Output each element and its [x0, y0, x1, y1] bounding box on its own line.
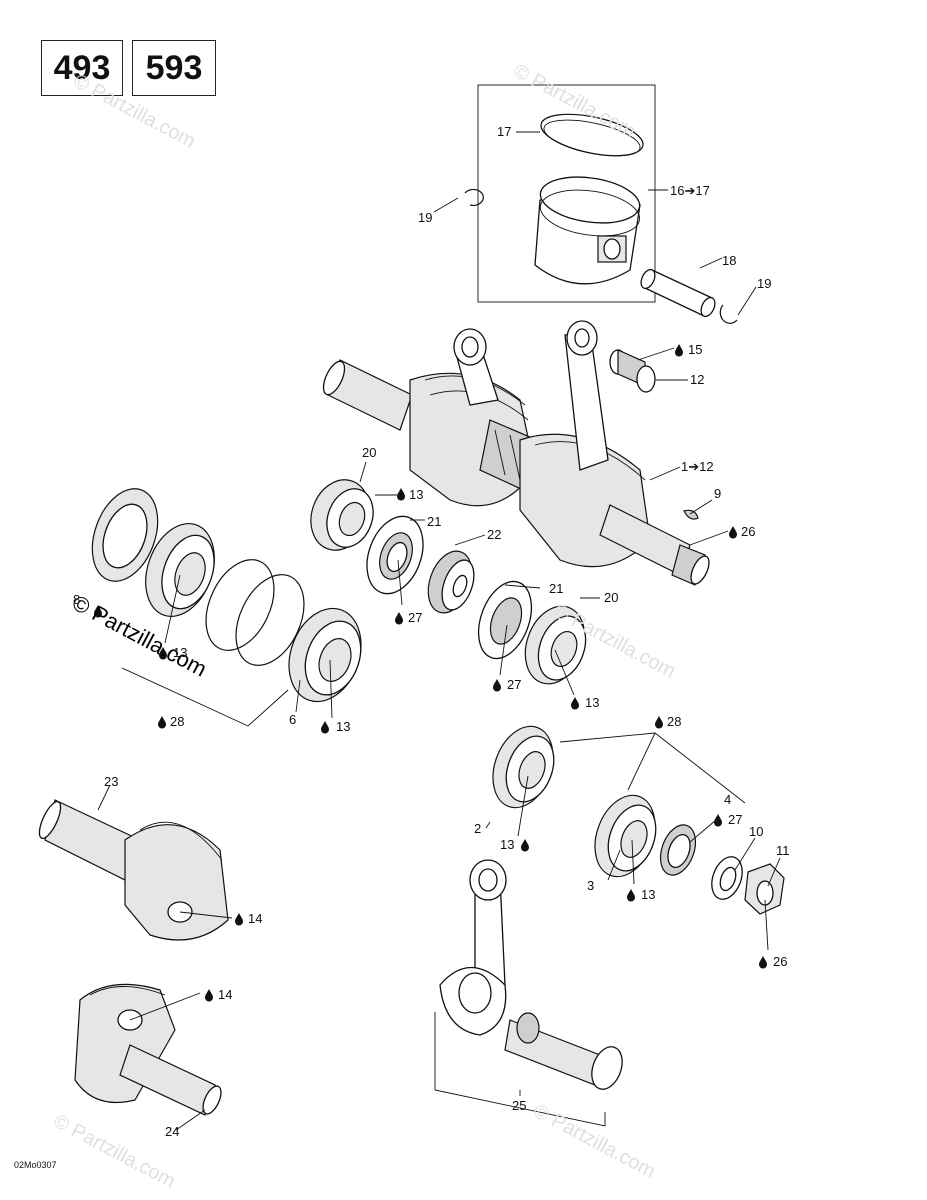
circlip-right	[719, 304, 738, 324]
drop-icon	[397, 488, 405, 501]
callout-26: 26	[741, 524, 756, 539]
callout-28: 28	[170, 714, 185, 729]
model-number: 593	[145, 48, 203, 87]
oil-seal	[477, 580, 533, 660]
nut	[744, 863, 785, 915]
ball-bearing	[288, 607, 362, 703]
crankshaft-half	[38, 799, 229, 941]
callout-20: 20	[604, 590, 619, 605]
callout-3: 3	[587, 878, 595, 893]
callout-2: 2	[474, 821, 482, 836]
callout-28: 28	[667, 714, 682, 729]
ball-bearing	[594, 794, 657, 878]
callout-8: 8	[73, 592, 81, 607]
drive-gear	[427, 550, 475, 614]
drop-icon	[158, 716, 166, 729]
ball-bearing	[492, 725, 555, 809]
woodruff-key	[683, 509, 699, 520]
callout-26: 26	[773, 954, 788, 969]
model-593-box: 593	[132, 40, 216, 96]
piston-pin	[640, 268, 716, 318]
callout-13: 13	[173, 645, 188, 660]
callout-25: 25	[512, 1098, 527, 1113]
drop-icon	[655, 716, 663, 729]
group-bracket	[434, 1012, 606, 1127]
callout-14: 14	[218, 987, 233, 1002]
callout-6: 6	[289, 712, 297, 727]
drop-icon	[759, 956, 767, 969]
piston-kit-frame	[477, 84, 656, 303]
callout-13: 13	[641, 887, 656, 902]
callout-13: 13	[585, 695, 600, 710]
group-bracket	[121, 667, 289, 727]
drop-icon	[205, 989, 213, 1002]
drop-icon	[321, 721, 329, 734]
callout-9: 9	[714, 486, 722, 501]
ball-bearing	[524, 605, 587, 685]
callout-4: 4	[724, 792, 732, 807]
model-number: 493	[53, 48, 111, 87]
callout-19: 19	[757, 276, 772, 291]
diagram-code: 02Mo0307	[14, 1160, 57, 1170]
callout-19: 19	[418, 210, 433, 225]
callout-13: 13	[336, 719, 351, 734]
callout-27: 27	[408, 610, 423, 625]
crankshaft-half	[74, 983, 222, 1116]
callout-20: 20	[362, 445, 377, 460]
group-bracket	[559, 732, 746, 804]
connecting-rod	[439, 859, 623, 1090]
retaining-rings	[205, 559, 305, 666]
oil-seal	[659, 824, 697, 876]
callout-22: 22	[487, 527, 502, 542]
callout-21: 21	[427, 514, 442, 529]
drop-icon	[627, 889, 635, 902]
callout-12: 12	[690, 372, 705, 387]
callout-10: 10	[749, 824, 764, 839]
drop-icon	[714, 814, 722, 827]
callout-21: 21	[549, 581, 564, 596]
piston	[534, 176, 641, 285]
callout-13: 13	[500, 837, 515, 852]
crankshaft-assembly	[322, 320, 710, 586]
callout-23: 23	[104, 774, 119, 789]
callout-14: 14	[248, 911, 263, 926]
callout-18: 18	[722, 253, 737, 268]
drop-icon	[235, 913, 243, 926]
oil-seal	[366, 515, 424, 595]
drop-icon	[729, 526, 737, 539]
callout-1-12: 1➔12	[681, 459, 714, 474]
callout-27: 27	[728, 812, 743, 827]
callout-17: 17	[497, 124, 512, 139]
callout-27: 27	[507, 677, 522, 692]
leader-lines	[97, 131, 781, 1131]
drop-icon	[521, 839, 529, 852]
callout-16-17: 16➔17	[670, 183, 710, 198]
needle-bearing	[609, 349, 656, 393]
oil-seal	[91, 488, 159, 582]
model-493-box: 493	[41, 40, 123, 96]
drop-icon	[493, 679, 501, 692]
drop-icon	[395, 612, 403, 625]
ball-bearing	[145, 522, 215, 618]
piston-ring	[540, 113, 644, 157]
circlip-left	[464, 188, 484, 207]
ball-bearing	[310, 479, 374, 551]
callout-13: 13	[409, 487, 424, 502]
callout-24: 24	[165, 1124, 180, 1139]
callout-11: 11	[776, 843, 790, 858]
drop-icon	[675, 344, 683, 357]
washer	[711, 856, 743, 900]
callout-15: 15	[688, 342, 703, 357]
drop-icon	[571, 697, 579, 710]
